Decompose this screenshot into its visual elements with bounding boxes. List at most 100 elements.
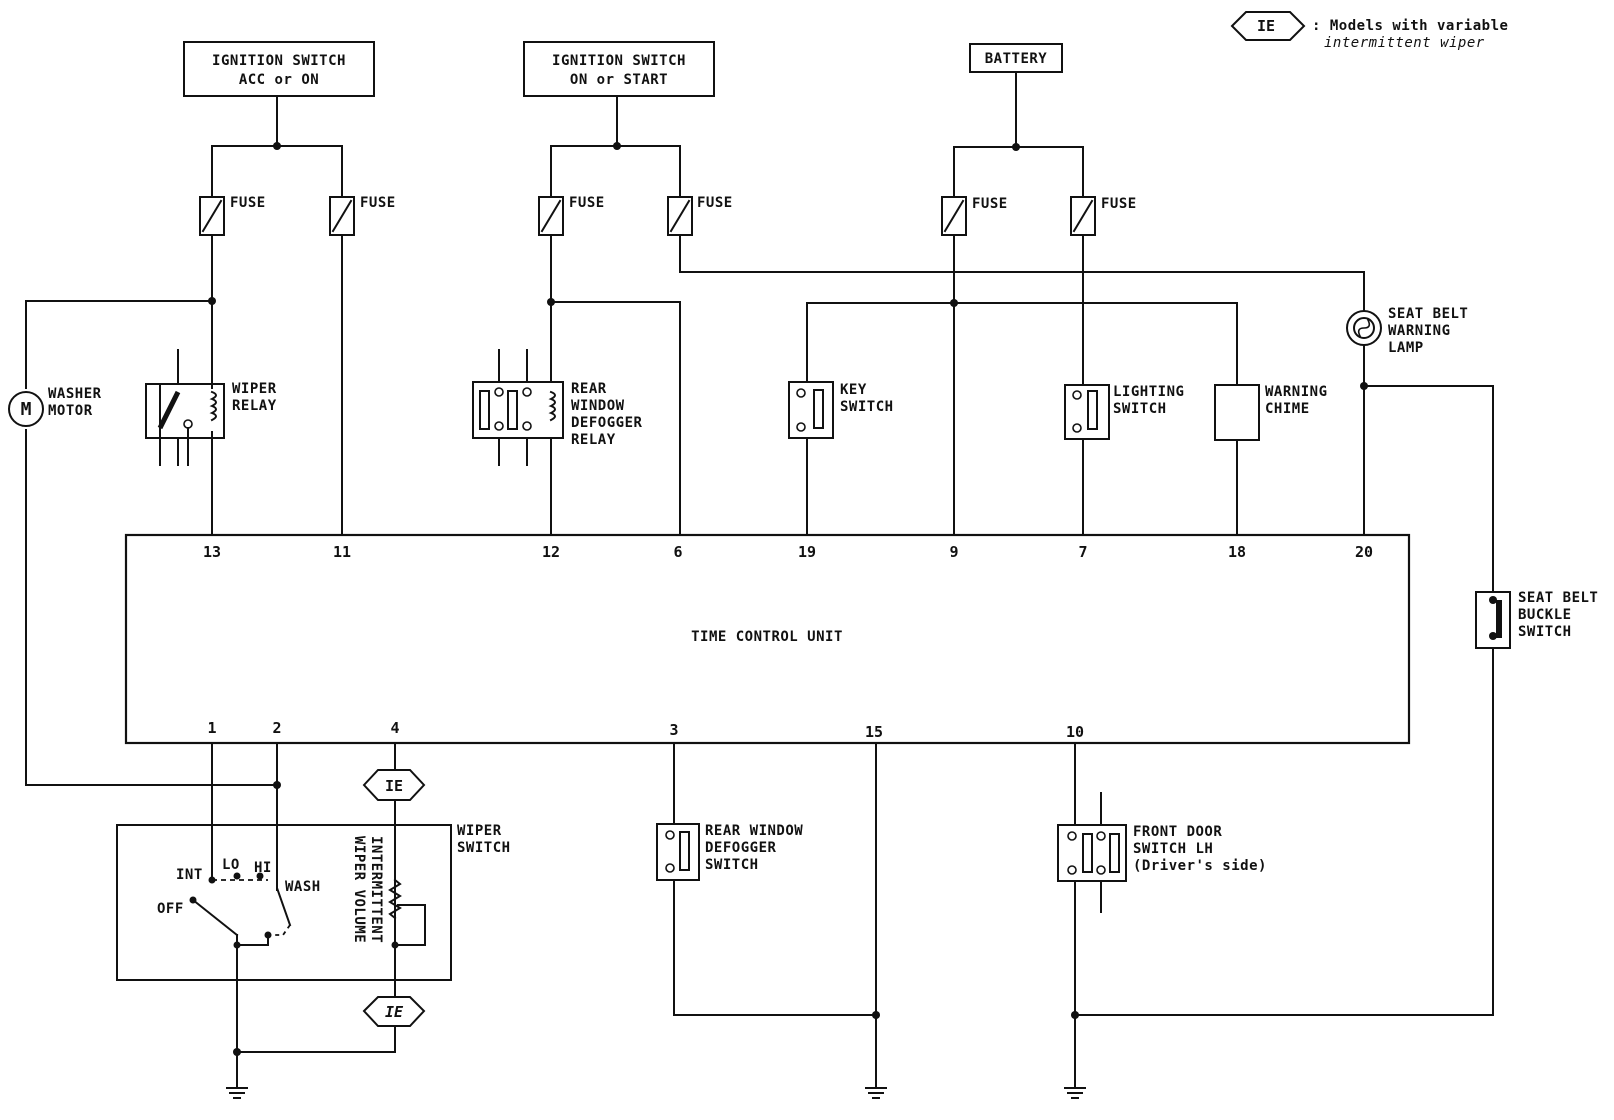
defogger-relay-line-4: RELAY bbox=[571, 432, 616, 448]
legend-line-2: intermittent wiper bbox=[1324, 35, 1485, 51]
key-switch-line-2: SWITCH bbox=[840, 399, 894, 415]
door-switch-line-1: FRONT DOOR bbox=[1133, 824, 1222, 840]
ground-1 bbox=[226, 1087, 248, 1099]
fuses: FUSE FUSE FUSE FUSE FUSE FUSE bbox=[199, 195, 1136, 236]
battery-label: BATTERY bbox=[985, 51, 1048, 67]
fuse-2-label: FUSE bbox=[360, 195, 396, 211]
defogger-relay-line-3: DEFOGGER bbox=[571, 415, 643, 431]
ground-icon bbox=[226, 1087, 248, 1099]
buckle-switch-line-2: BUCKLE bbox=[1518, 607, 1572, 623]
key-switch-box bbox=[788, 381, 834, 439]
fuse-5-label: FUSE bbox=[972, 196, 1008, 212]
wiper-relay-line-1: WIPER bbox=[232, 381, 277, 397]
lighting-switch-line-2: SWITCH bbox=[1113, 401, 1167, 417]
buckle-switch-line-3: SWITCH bbox=[1518, 624, 1572, 640]
wiper-pos-lo: LO bbox=[222, 857, 240, 873]
ie-tag-upper-text: IE bbox=[385, 777, 403, 795]
pin-9: 9 bbox=[949, 543, 958, 561]
washer-motor-icon bbox=[8, 391, 44, 427]
lighting-switch: LIGHTING SWITCH bbox=[1064, 384, 1184, 440]
wiper-volume-resistor-icon bbox=[388, 878, 402, 920]
wiper-relay-contact-icon bbox=[157, 390, 181, 430]
defogger-switch-line-2: DEFOGGER bbox=[705, 840, 777, 856]
front-door-switch: FRONT DOOR SWITCH LH (Driver's side) bbox=[1057, 824, 1267, 882]
pin-11: 11 bbox=[333, 543, 351, 561]
fuse-3: FUSE bbox=[538, 195, 605, 236]
fuse-1: FUSE bbox=[199, 195, 266, 236]
defogger-switch-line-3: SWITCH bbox=[705, 857, 759, 873]
fuse-5: FUSE bbox=[941, 196, 1008, 236]
wiper-switch-line-2: SWITCH bbox=[457, 840, 511, 856]
pin-10: 10 bbox=[1066, 723, 1084, 741]
defogger-relay-line-1: REAR bbox=[571, 381, 607, 397]
warning-chime-box bbox=[1214, 384, 1260, 441]
fuse-1-label: FUSE bbox=[230, 195, 266, 211]
wiper-pos-hi: HI bbox=[254, 860, 272, 876]
warning-chime: WARNING CHIME bbox=[1214, 384, 1328, 441]
pin-3: 3 bbox=[669, 721, 678, 739]
pin-2: 2 bbox=[272, 719, 281, 737]
warning-chime-line-1: WARNING bbox=[1265, 384, 1328, 400]
wiper-pos-int: INT bbox=[176, 867, 203, 883]
ie-tag-lower: IE bbox=[362, 996, 426, 1027]
defogger-relay-coil-icon bbox=[548, 390, 556, 422]
seat-belt-lamp-line-3: LAMP bbox=[1388, 340, 1424, 356]
washer-motor-line-2: MOTOR bbox=[48, 403, 93, 419]
fuse-3-label: FUSE bbox=[569, 195, 605, 211]
pin-6: 6 bbox=[673, 543, 682, 561]
pin-1: 1 bbox=[207, 719, 216, 737]
legend: IE : Models with variable intermittent w… bbox=[1230, 11, 1508, 51]
ground-icon bbox=[865, 1087, 887, 1099]
wiper-volume-line-1: INTERMITTENT bbox=[368, 836, 384, 943]
defogger-switch: REAR WINDOW DEFOGGER SWITCH bbox=[656, 823, 803, 881]
wiper-pos-wash: WASH bbox=[285, 879, 321, 895]
wiring bbox=[25, 71, 1494, 1089]
lighting-switch-line-1: LIGHTING bbox=[1113, 384, 1184, 400]
washer-motor-line-1: WASHER bbox=[48, 386, 102, 402]
washer-motor: M WASHER MOTOR bbox=[8, 386, 102, 427]
buckle-switch-line-1: SEAT BELT bbox=[1518, 590, 1598, 606]
warning-chime-line-2: CHIME bbox=[1265, 401, 1310, 417]
ignition-acc-on-source: IGNITION SWITCH ACC or ON bbox=[183, 41, 375, 97]
ignition-on-start-source: IGNITION SWITCH ON or START bbox=[523, 41, 715, 97]
ignition-acc-on-box bbox=[183, 41, 375, 97]
junctions bbox=[208, 142, 1368, 1056]
time-control-unit: TIME CONTROL UNIT 13 11 12 6 19 9 7 18 2… bbox=[124, 533, 1411, 745]
fuse-4-label: FUSE bbox=[697, 195, 733, 211]
legend-tag: IE bbox=[1257, 17, 1275, 35]
fuse-6: FUSE bbox=[1070, 196, 1136, 236]
washer-motor-symbol: M bbox=[21, 399, 32, 420]
battery-box bbox=[969, 43, 1063, 73]
ground-2 bbox=[865, 1087, 887, 1099]
wiper-relay-line-2: RELAY bbox=[232, 398, 277, 414]
wiper-switch: WIPER SWITCH INT LO HI OFF WASH INTERMIT… bbox=[116, 823, 511, 981]
pin-19: 19 bbox=[798, 543, 816, 561]
wiper-switch-box bbox=[116, 824, 452, 981]
fuse-2: FUSE bbox=[329, 195, 396, 236]
seat-belt-warning-lamp: SEAT BELT WARNING LAMP bbox=[1346, 306, 1468, 356]
seat-belt-lamp-line-2: WARNING bbox=[1388, 323, 1451, 339]
key-switch-line-1: KEY bbox=[840, 382, 867, 398]
seat-belt-buckle-switch: SEAT BELT BUCKLE SWITCH bbox=[1475, 590, 1598, 649]
ignition-on-start-line-2: ON or START bbox=[570, 72, 668, 88]
legend-line-1: : Models with variable bbox=[1312, 18, 1508, 34]
ground-icon bbox=[1064, 1087, 1086, 1099]
pin-4: 4 bbox=[390, 719, 399, 737]
ignition-acc-on-line-1: IGNITION SWITCH bbox=[212, 53, 346, 69]
ignition-acc-on-line-2: ACC or ON bbox=[239, 72, 319, 88]
fuse-4: FUSE bbox=[667, 195, 733, 236]
defogger-relay: REAR WINDOW DEFOGGER RELAY bbox=[472, 381, 643, 448]
ignition-on-start-box bbox=[523, 41, 715, 97]
wiper-relay-coil-icon bbox=[209, 390, 217, 422]
wiper-pos-off: OFF bbox=[157, 901, 184, 917]
pin-20: 20 bbox=[1355, 543, 1373, 561]
pin-15: 15 bbox=[865, 723, 883, 741]
key-switch: KEY SWITCH bbox=[788, 381, 894, 439]
door-switch-line-3: (Driver's side) bbox=[1133, 858, 1267, 874]
defogger-switch-box bbox=[656, 823, 700, 881]
pin-12: 12 bbox=[542, 543, 560, 561]
time-control-unit-box bbox=[124, 533, 1411, 745]
battery-source: BATTERY bbox=[969, 43, 1063, 73]
wiper-switch-line-1: WIPER bbox=[457, 823, 502, 839]
